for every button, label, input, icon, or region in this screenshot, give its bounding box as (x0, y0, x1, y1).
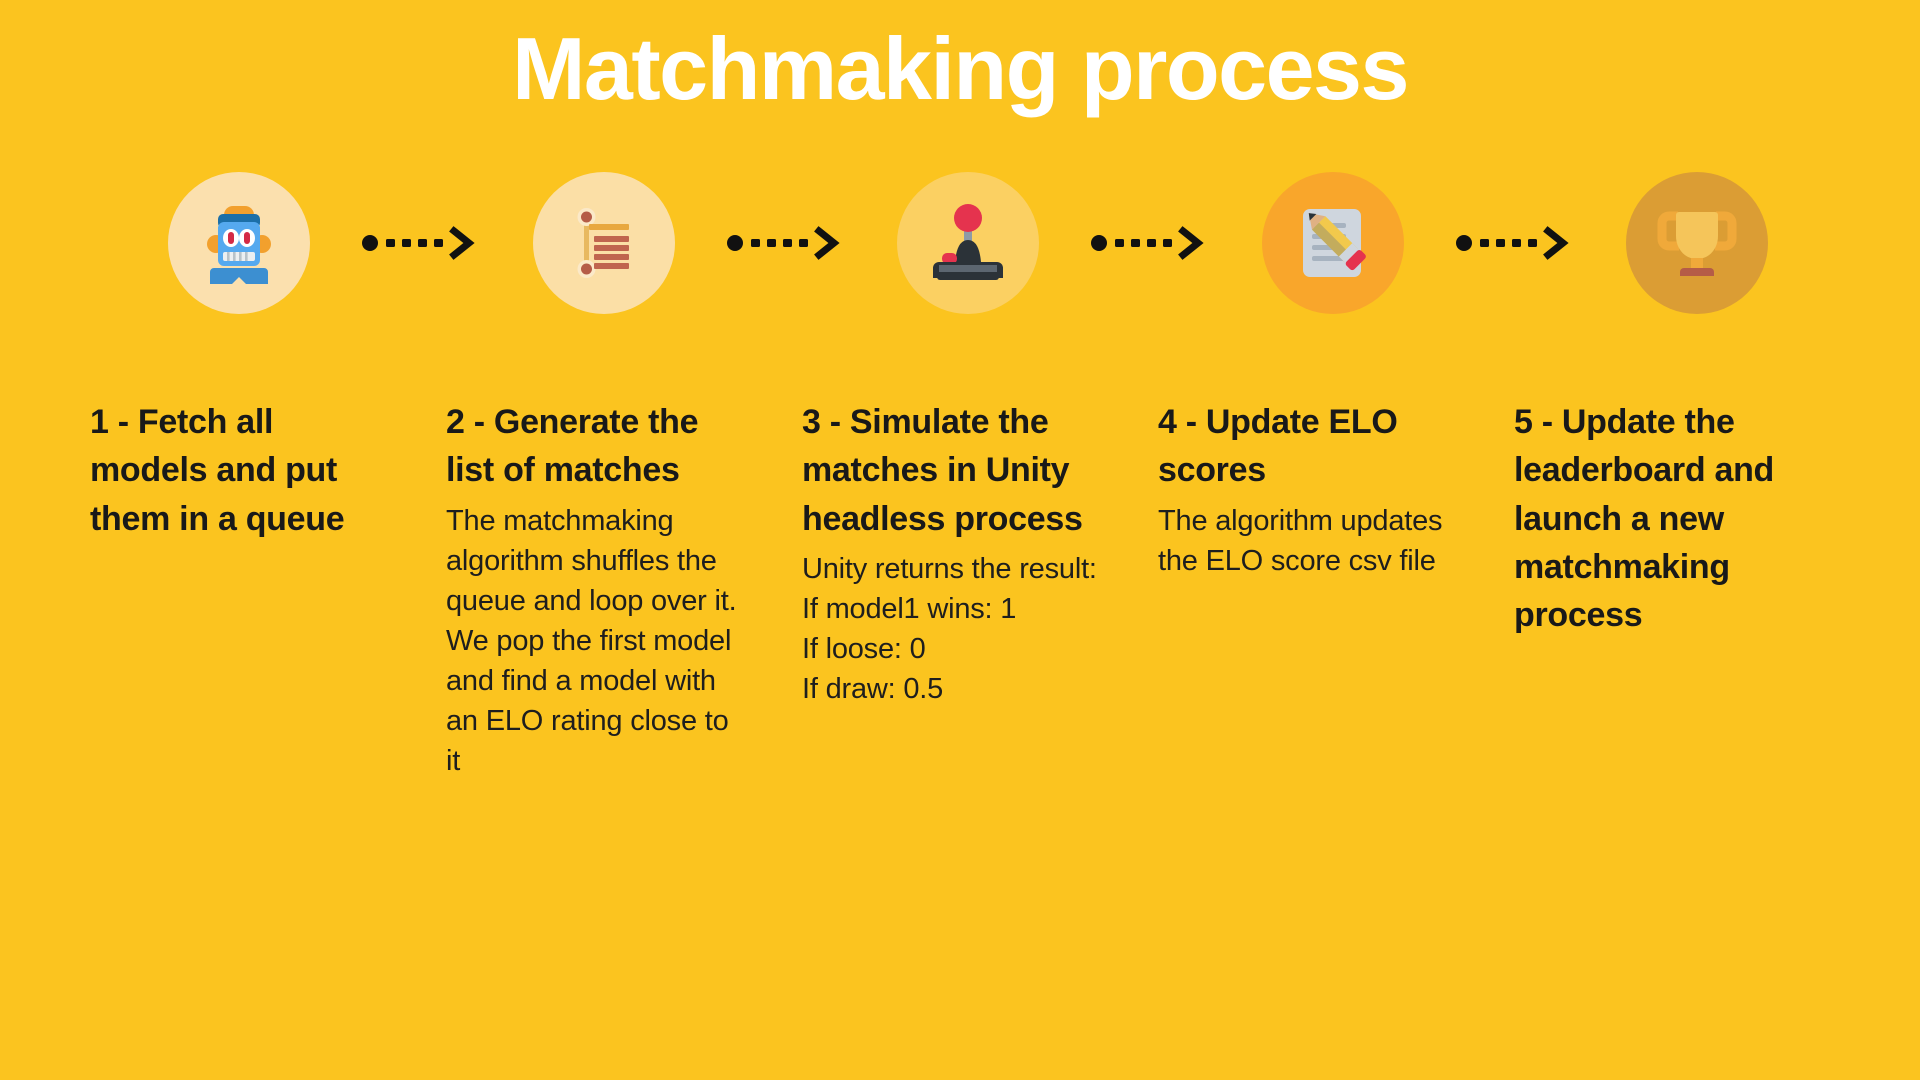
arrow-1-to-2 (310, 223, 533, 263)
icon-circle-robot (168, 172, 310, 314)
step-4-body: The algorithm updates the ELO score csv … (1158, 504, 1443, 577)
icon-circle-joystick (897, 172, 1039, 314)
page-title: Matchmaking process (512, 19, 1409, 118)
arrow-2-to-3 (675, 223, 898, 263)
step-2-heading: 2 - Generate the list of matches (446, 403, 699, 490)
icon-circle-checklist (532, 172, 675, 314)
step-column-5: 5 - Update the leaderboard and launch a … (1514, 398, 1814, 781)
step-5-heading: 5 - Update the leaderboard and launch a … (1514, 403, 1775, 635)
step-3-body: Unity returns the result: If model1 wins… (802, 552, 1097, 705)
step-3-heading: 3 - Simulate the matches in Unity headle… (802, 403, 1083, 538)
icon-strip (168, 168, 1768, 318)
arrow-4-to-5 (1404, 223, 1627, 263)
steps-row: 1 - Fetch all models and put them in a q… (90, 398, 1850, 781)
checklist-icon (564, 203, 644, 283)
notepad-pencil-icon (1291, 201, 1375, 285)
step-1-heading: 1 - Fetch all models and put them in a q… (90, 403, 345, 538)
joystick-icon (925, 200, 1011, 286)
icon-circle-trophy (1626, 172, 1768, 314)
step-column-2: 2 - Generate the list of matches The mat… (446, 398, 746, 781)
arrow-3-to-4 (1039, 223, 1262, 263)
step-column-3: 3 - Simulate the matches in Unity headle… (802, 398, 1102, 781)
step-2-body: The matchmaking algorithm shuffles the q… (446, 504, 737, 777)
icon-circle-notepad (1261, 172, 1404, 314)
step-column-1: 1 - Fetch all models and put them in a q… (90, 398, 390, 781)
trophy-icon (1654, 200, 1740, 286)
robot-icon (196, 200, 282, 286)
step-column-4: 4 - Update ELO scores The algorithm upda… (1158, 398, 1458, 781)
step-4-heading: 4 - Update ELO scores (1158, 403, 1398, 490)
